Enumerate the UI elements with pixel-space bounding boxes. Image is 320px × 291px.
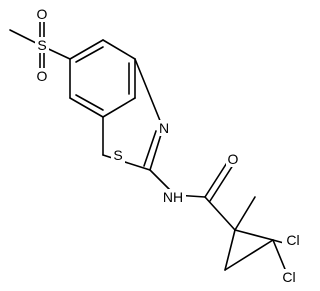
atom-cl2: Cl xyxy=(278,269,300,285)
atom-cl1: Cl xyxy=(282,232,304,248)
bond xyxy=(102,39,136,60)
svg-text:NH: NH xyxy=(163,189,183,205)
bond xyxy=(102,154,151,171)
bond xyxy=(69,97,104,118)
bond xyxy=(209,161,236,202)
svg-text:O: O xyxy=(228,151,239,167)
svg-text:S: S xyxy=(113,147,122,163)
atom-s-sulfonyl: S xyxy=(35,37,49,53)
svg-text:N: N xyxy=(159,120,169,136)
atom-o1: O xyxy=(35,6,49,22)
bond xyxy=(234,196,256,231)
bond xyxy=(234,229,274,241)
bond xyxy=(204,196,236,231)
svg-text:Cl: Cl xyxy=(286,232,299,248)
atom-s-ring: S xyxy=(111,147,125,163)
svg-text:S: S xyxy=(37,37,46,53)
bond xyxy=(143,130,157,167)
bond xyxy=(272,239,288,275)
atom-o2: O xyxy=(35,68,49,84)
structure-diagram: O S O N S NH O Cl Cl xyxy=(9,6,304,285)
bond xyxy=(75,94,104,111)
bond xyxy=(224,229,236,271)
bond xyxy=(69,39,104,60)
bond xyxy=(75,46,104,63)
bond xyxy=(102,97,136,118)
atom-o-amide: O xyxy=(226,151,240,167)
atom-n-ring: N xyxy=(157,120,171,136)
svg-text:O: O xyxy=(37,68,48,84)
svg-text:O: O xyxy=(37,6,48,22)
svg-text:Cl: Cl xyxy=(282,269,295,285)
bond xyxy=(204,157,231,198)
bond xyxy=(224,239,274,271)
atom-nh: NH xyxy=(160,189,186,205)
bond xyxy=(134,58,164,129)
